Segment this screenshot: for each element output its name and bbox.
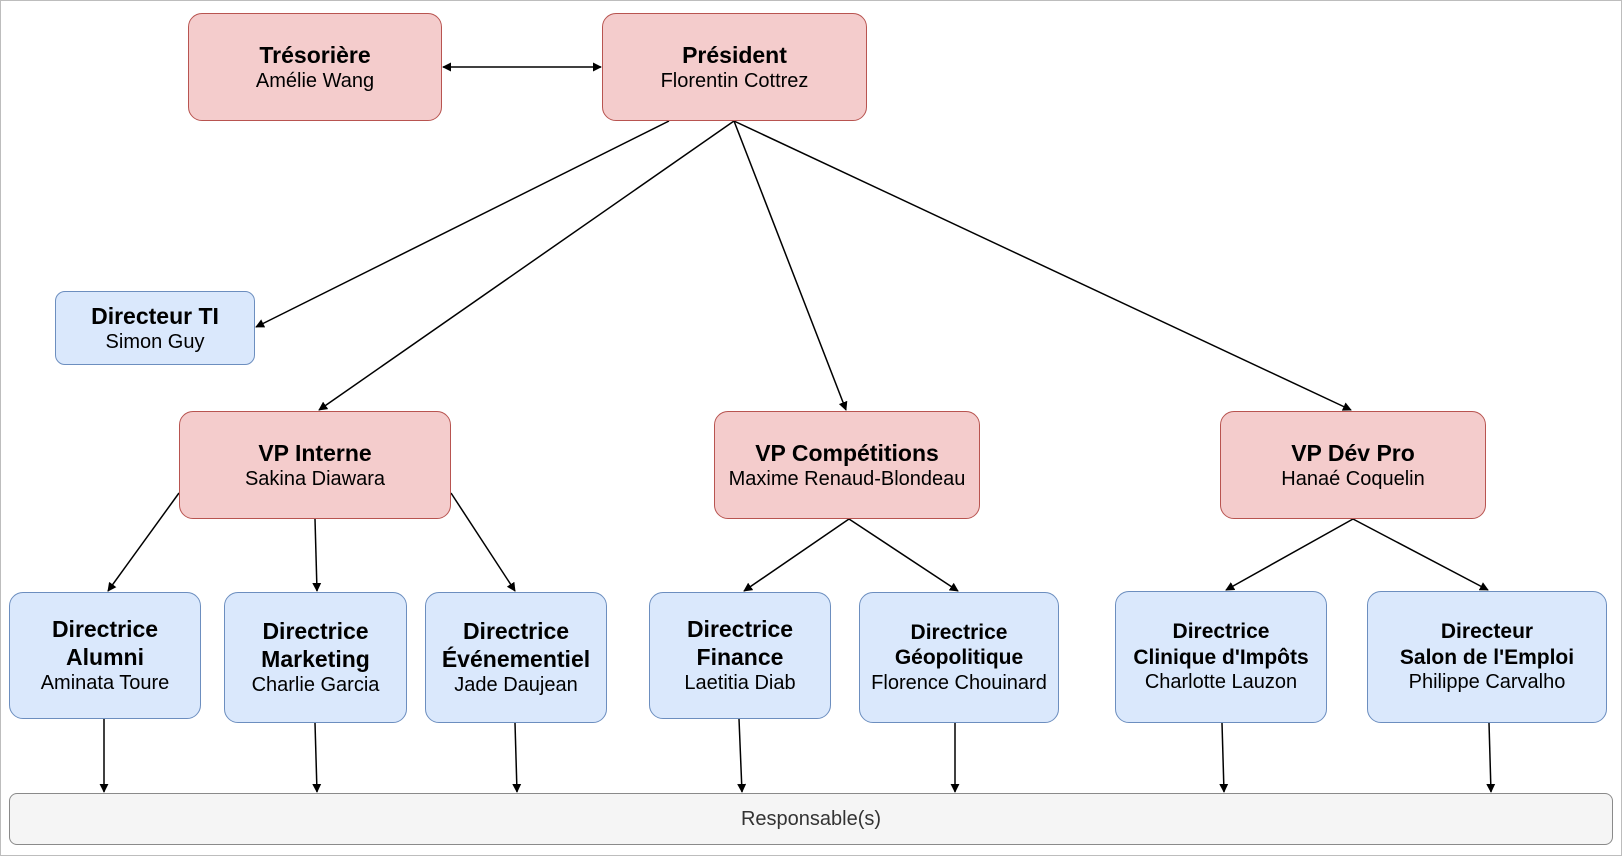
edge-president-vp-dev-pro	[733, 120, 1352, 411]
node-dir-finance[interactable]: Directrice Finance Laetitia Diab	[649, 592, 831, 719]
node-tresoriere[interactable]: Trésorière Amélie Wang	[188, 13, 442, 121]
edge-vp-dev-pro-clinique	[1225, 518, 1354, 591]
node-person: Simon Guy	[105, 330, 205, 353]
node-title-line2: Finance	[696, 644, 784, 671]
node-title: Directeur TI	[91, 302, 219, 329]
node-dir-evenementiel[interactable]: Directrice Événementiel Jade Daujean	[425, 592, 607, 723]
node-title-line2: Clinique d'Impôts	[1133, 645, 1309, 669]
node-person: Jade Daujean	[454, 674, 578, 697]
node-person: Charlie Garcia	[251, 674, 380, 697]
node-vp-dev-pro[interactable]: VP Dév Pro Hanaé Coquelin	[1220, 411, 1486, 519]
node-title-line1: Directeur	[1440, 620, 1534, 644]
responsables-bar[interactable]: Responsable(s)	[9, 793, 1613, 845]
node-person: Maxime Renaud-Blondeau	[728, 467, 966, 490]
node-title-line1: Directrice	[1172, 620, 1270, 644]
node-title-line2: Alumni	[66, 644, 144, 671]
node-title-line1: Directrice	[51, 616, 159, 643]
node-dir-salon[interactable]: Directeur Salon de l'Emploi Philippe Car…	[1367, 591, 1607, 723]
node-title: Trésorière	[259, 41, 371, 68]
node-title: VP Interne	[258, 439, 372, 466]
node-title: VP Compétitions	[755, 439, 939, 466]
node-person: Sakina Diawara	[244, 467, 386, 490]
edge-evenementiel-responsables	[512, 722, 522, 793]
node-title-line2: Événementiel	[441, 646, 591, 673]
node-person: Philippe Carvalho	[1408, 671, 1566, 694]
node-person: Laetitia Diab	[684, 672, 796, 695]
node-dir-marketing[interactable]: Directrice Marketing Charlie Garcia	[224, 592, 407, 723]
node-dir-clinique[interactable]: Directrice Clinique d'Impôts Charlotte L…	[1115, 591, 1327, 723]
edge-vp-interne-evenementiel	[450, 492, 516, 592]
node-president[interactable]: Président Florentin Cottrez	[602, 13, 867, 121]
edge-vp-interne-marketing	[312, 518, 322, 592]
edge-president-vp-interne	[318, 120, 735, 411]
edge-marketing-responsables	[312, 722, 322, 793]
node-directeur-ti[interactable]: Directeur TI Simon Guy	[55, 291, 255, 365]
node-title-line1: Directrice	[910, 620, 1008, 644]
node-person: Charlotte Lauzon	[1144, 671, 1298, 694]
node-person: Florentin Cottrez	[660, 69, 809, 92]
edge-vp-competitions-finance	[743, 518, 850, 592]
node-vp-competitions[interactable]: VP Compétitions Maxime Renaud-Blondeau	[714, 411, 980, 519]
node-title-line2: Salon de l'Emploi	[1399, 645, 1575, 669]
node-person: Aminata Toure	[40, 672, 170, 695]
node-title-line1: Directrice	[262, 618, 369, 645]
edge-president-vp-competitions	[733, 120, 848, 411]
node-person: Florence Chouinard	[871, 671, 1047, 694]
node-title: Président	[682, 41, 787, 68]
edge-clinique-responsables	[1219, 722, 1229, 793]
edge-vp-competitions-geopolitique	[848, 518, 959, 592]
edge-vp-dev-pro-salon	[1352, 518, 1489, 591]
node-person: Amélie Wang	[255, 69, 375, 92]
edge-salon-responsables	[1486, 722, 1496, 793]
node-title: VP Dév Pro	[1291, 439, 1415, 466]
edge-finance-responsables	[737, 718, 747, 793]
edge-president-directeur-ti	[255, 120, 670, 328]
node-dir-geopolitique[interactable]: Directrice Géopolitique Florence Chouina…	[859, 592, 1059, 723]
node-title-line1: Directrice	[686, 616, 794, 643]
node-title-line1: Directrice	[462, 618, 570, 645]
node-dir-alumni[interactable]: Directrice Alumni Aminata Toure	[9, 592, 201, 719]
edge-vp-interne-alumni	[107, 492, 180, 592]
node-title-line2: Géopolitique	[894, 646, 1024, 670]
node-vp-interne[interactable]: VP Interne Sakina Diawara	[179, 411, 451, 519]
node-title-line2: Marketing	[261, 646, 370, 673]
responsables-label: Responsable(s)	[740, 807, 882, 830]
node-person: Hanaé Coquelin	[1281, 467, 1425, 490]
